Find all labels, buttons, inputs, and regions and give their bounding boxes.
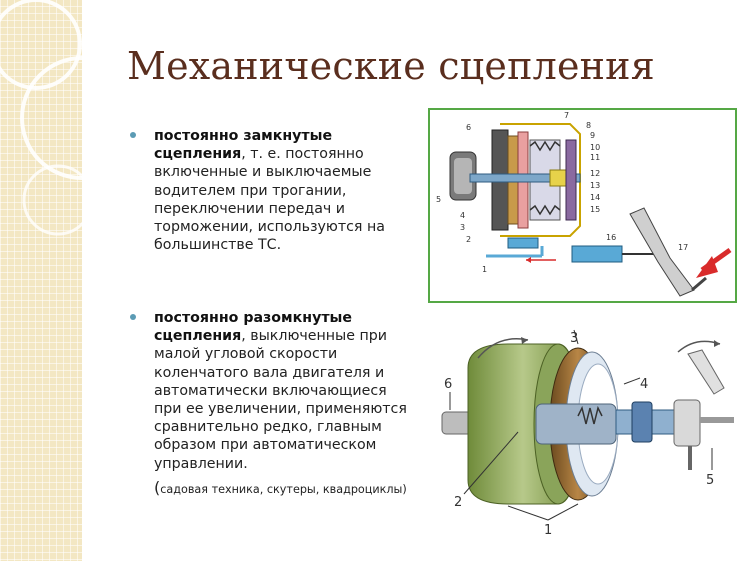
diagram-label: 17 — [678, 243, 688, 252]
diagram-label: 15 — [590, 205, 600, 214]
bullet-text: постоянно разомкнутые сцепления, выключе… — [154, 309, 415, 473]
clutch-schematic-illustration: 5 6 7 8 9 10 11 12 13 14 15 4 3 2 1 16 1… — [436, 111, 732, 297]
diagram-label: 3 — [570, 331, 578, 346]
diagram-label: 9 — [590, 131, 595, 140]
diagram-label: 2 — [466, 235, 471, 244]
bullet-text: постоянно замкнутые сцепления, т. е. пос… — [154, 127, 415, 254]
decorative-left-strip — [0, 0, 82, 561]
diagram-label: 6 — [466, 123, 471, 132]
diagram-label: 10 — [590, 143, 600, 152]
diagram-label: 2 — [454, 495, 462, 510]
note-paren: ( — [154, 478, 161, 497]
bullet-dot — [130, 314, 136, 320]
diagram-label: 3 — [460, 223, 465, 232]
diagram-label: 14 — [590, 193, 600, 202]
diagram-label: 6 — [444, 377, 452, 392]
diagram-label: 1 — [544, 523, 552, 538]
diagram-label: 1 — [482, 265, 487, 274]
diagram-label: 4 — [640, 377, 648, 392]
slide-title: Механические сцепления — [127, 44, 655, 88]
diagram-label: 16 — [606, 233, 616, 242]
centrifugal-clutch-drawing: 3 4 6 2 1 5 — [441, 329, 734, 538]
normally-closed-clutch-diagram: 5 6 7 8 9 10 11 12 13 14 15 4 3 2 1 16 1… — [428, 108, 737, 303]
bullet-item-normally-open: постоянно разомкнутые сцепления, выключе… — [130, 309, 415, 473]
note-text: садовая техника, скутеры, квадроциклы) — [160, 483, 407, 496]
bullet-dot — [130, 132, 136, 138]
decorative-circles — [0, 0, 82, 236]
bullet-description: , выключенные при малой угловой скорости… — [154, 328, 407, 472]
bullet-description: , т. е. постоянно включенные и выключаем… — [154, 146, 385, 254]
diagram-label: 8 — [586, 121, 591, 130]
diagram-label: 13 — [590, 181, 600, 190]
diagram-label: 12 — [590, 169, 600, 178]
bullet-bold-term: постоянно замкнутые сцепления — [154, 128, 333, 163]
diagram-label: 5 — [706, 473, 714, 488]
centrifugal-clutch-illustration: 3 4 6 2 1 5 — [428, 324, 746, 542]
bullet-bold-term: постоянно разомкнутые сцепления — [154, 310, 353, 345]
diagram-label: 5 — [436, 195, 441, 204]
examples-note: (садовая техника, скутеры, квадроциклы) — [154, 478, 407, 497]
diagram-label: 7 — [564, 111, 569, 120]
diagram-label: 4 — [460, 211, 465, 220]
bullet-item-normally-closed: постоянно замкнутые сцепления, т. е. пос… — [130, 127, 415, 254]
diagram-label: 11 — [590, 153, 600, 162]
